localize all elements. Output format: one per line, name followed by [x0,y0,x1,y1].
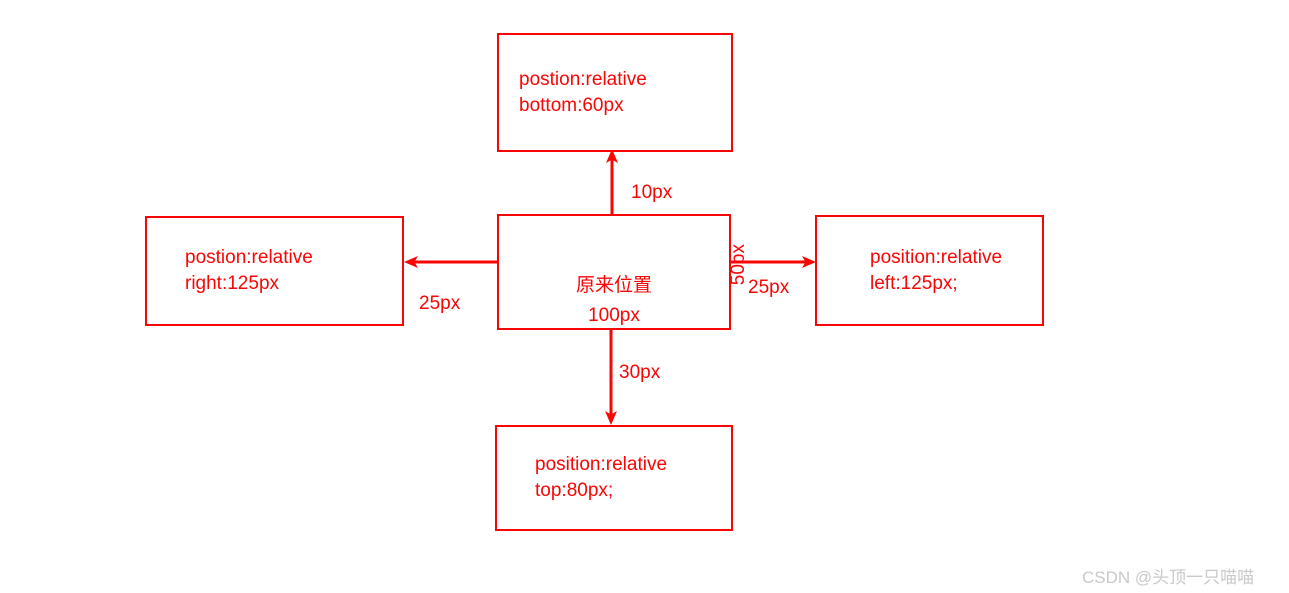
box-original-position[interactable]: 原来位置 100px 50px [497,214,749,330]
arrow-down-label: 30px [619,362,661,383]
box-left-line2: right:125px [185,273,280,294]
arrow-up-label: 10px [631,182,673,203]
box-top-offset[interactable]: position:relative top:80px; [495,425,733,531]
box-left-offset[interactable]: position:relative left:125px; [815,215,1044,326]
box-bottom-line2: top:80px; [535,480,614,501]
center-width-label: 100px [588,305,640,326]
box-right-offset[interactable]: postion:relative right:125px [145,216,404,326]
box-top-line1: postion:relative [519,68,647,90]
center-height-label: 50px [728,244,749,286]
arrow-up [606,149,618,214]
box-left-line1: postion:relative [185,247,313,268]
arrow-left-label: 25px [419,293,461,314]
arrow-right-label: 25px [748,277,790,298]
box-top-line2: bottom:60px [519,94,624,116]
arrow-down [605,330,617,425]
box-right-line2: left:125px; [870,272,958,294]
box-bottom-offset[interactable]: postion:relative bottom:60px [497,33,733,152]
csdn-watermark: CSDN @头顶一只喵喵 [1082,568,1255,587]
original-position-label: 原来位置 [575,275,652,296]
box-bottom-line1: position:relative [535,454,668,475]
box-right-line1: position:relative [870,246,1003,268]
arrow-left [404,256,497,268]
